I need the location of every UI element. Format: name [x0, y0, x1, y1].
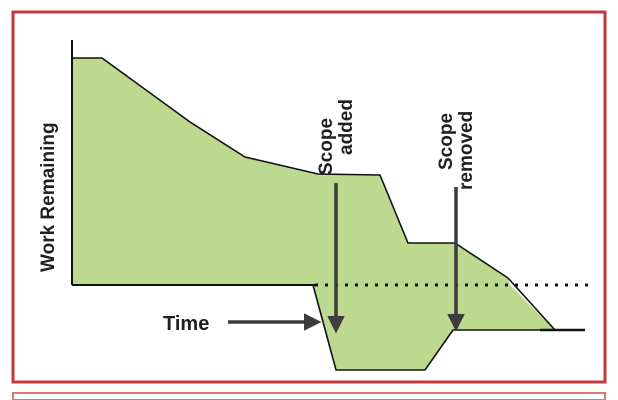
- scope-change-outline: [312, 284, 555, 371]
- scope-change-area: [313, 285, 555, 370]
- x-axis-label: Time: [163, 313, 209, 335]
- work-remaining-outline: [72, 57, 509, 279]
- scope-removed-label-line2: removed: [456, 111, 477, 190]
- scope-change-right-edge: [507, 277, 556, 331]
- outer-frame: [11, 10, 607, 384]
- work-remaining-area: [72, 58, 510, 285]
- scope-removed-label-line1: Scope: [436, 113, 457, 170]
- bottom-frame-strip: [12, 392, 606, 400]
- scope-added-label-line1: Scope: [316, 118, 337, 175]
- scope-added-label-line2: added: [336, 99, 357, 155]
- y-axis-label: Work Remaining: [38, 122, 59, 272]
